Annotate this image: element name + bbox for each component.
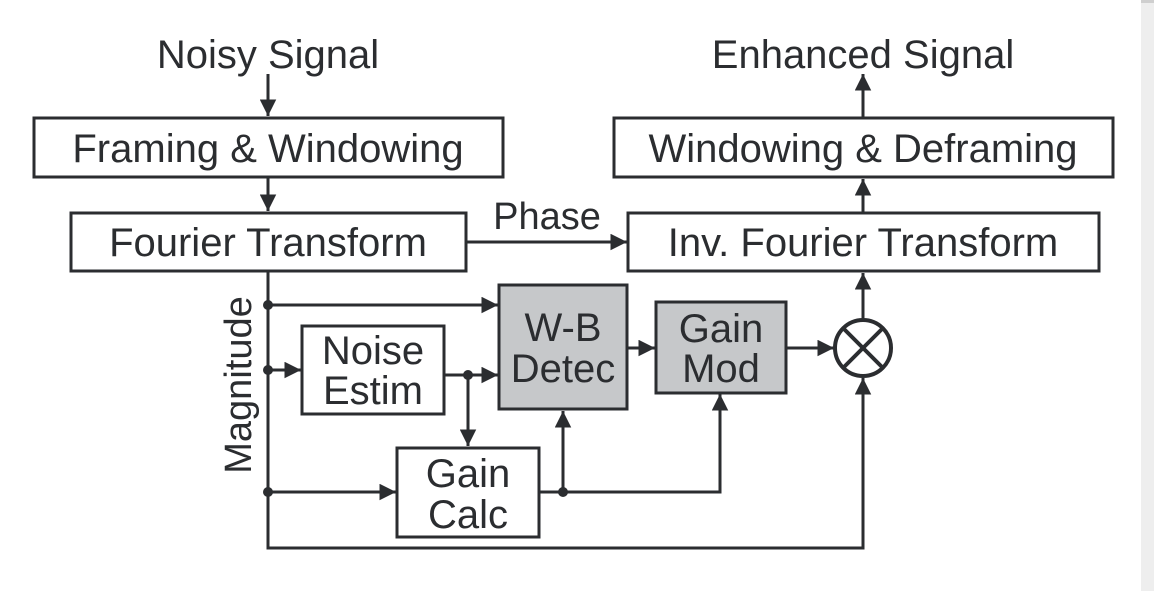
gaincalc-to-gainmod-arrow [539,394,729,494]
phase-label: Phase [493,196,601,238]
output-label: Enhanced Signal [712,33,1014,77]
gain-mod-label-line1: Gain [679,307,764,351]
junction-dot [463,370,473,380]
noise-estim-label-line1: Noise [322,329,424,373]
wb-detec-label-line1: W-B [524,306,601,350]
scrollbar-thumb[interactable] [1141,0,1154,3]
fourier-transform-block [69,211,468,273]
wb-detec-block [497,283,629,411]
inv-fourier-transform-label: Inv. Fourier Transform [668,221,1058,265]
input-label: Noisy Signal [157,33,379,77]
junction-dot [263,487,273,497]
magnitude-bus [266,271,872,550]
gain-calc-label-line2: Calc [428,493,508,537]
windowing-deframing-block [612,116,1115,179]
gain-mod-block [654,300,788,395]
gain-calc-label-line1: Gain [426,452,511,496]
wb-detec-label-line2: Detec [511,347,616,391]
gain-mod-label-line2: Mod [682,347,760,391]
noise-estim-block [300,324,446,416]
junction-dot [263,365,273,375]
framing-windowing-label: Framing & Windowing [72,127,463,171]
framing-windowing-block [32,116,505,179]
scrollbar-track[interactable] [1141,0,1154,591]
junction-dot [558,487,568,497]
multiplier-icon [833,318,893,378]
noise-estim-label-line2: Estim [323,369,423,413]
junction-dot [263,300,273,310]
inv-fourier-transform-block [626,211,1101,273]
magnitude-label: Magnitude [218,296,260,473]
gain-calc-block [395,446,541,539]
windowing-deframing-label: Windowing & Deframing [648,127,1077,171]
fourier-transform-label: Fourier Transform [109,221,427,265]
